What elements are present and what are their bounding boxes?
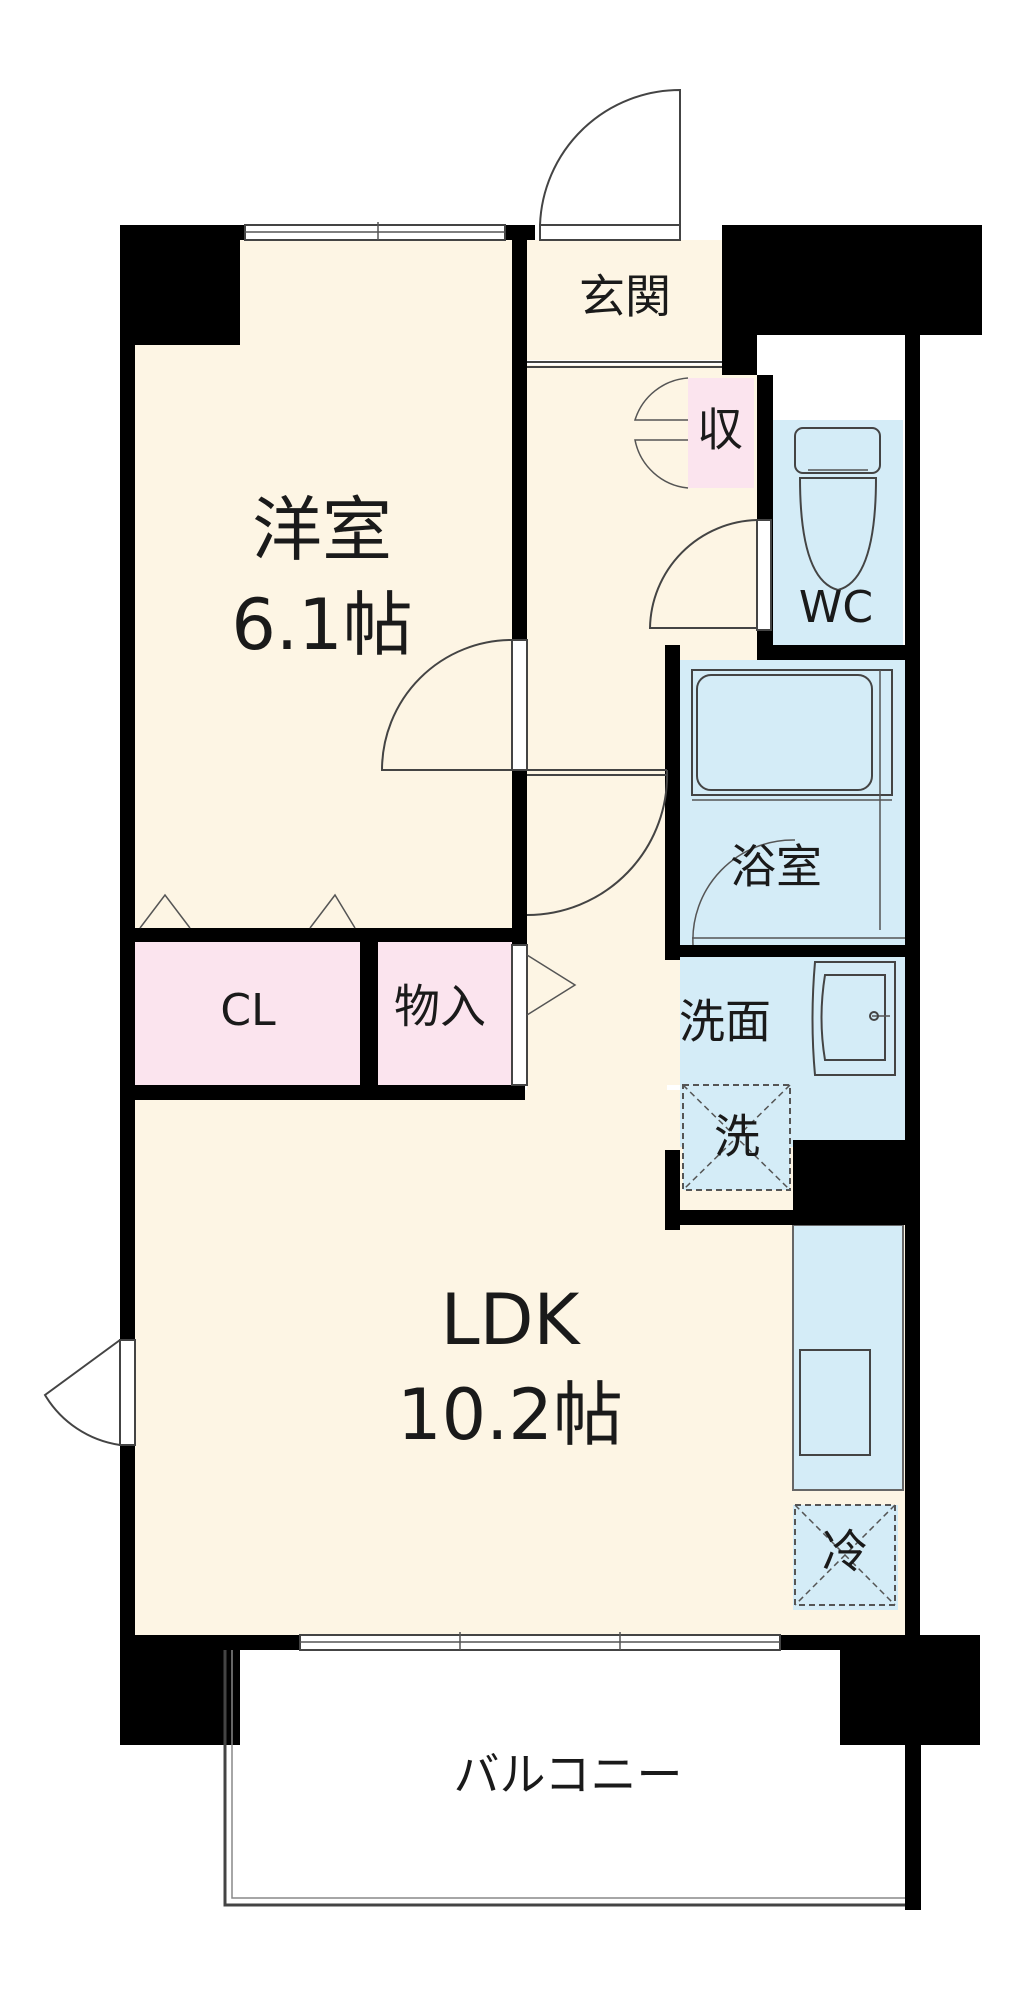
- closet-label: CL: [220, 985, 276, 1036]
- washer-space-icon: [682, 1084, 791, 1191]
- storeroom-floor: [378, 940, 520, 1085]
- windows: [244, 222, 781, 1651]
- washbasin-icon: [811, 961, 896, 1076]
- western-room-size: 6.1帖: [231, 584, 412, 666]
- bathtub-icon: [691, 669, 905, 939]
- walls: [120, 225, 982, 1910]
- small-storage-floor: [688, 378, 754, 488]
- closet-floor: [135, 940, 360, 1085]
- toilet-icon: [794, 427, 881, 592]
- washroom-label: 洗面: [679, 995, 771, 1049]
- stove-icon: [799, 1349, 871, 1456]
- corridor-floor-lower: [527, 770, 667, 1090]
- ldk-size: 10.2帖: [397, 1374, 623, 1456]
- fridge-label: 冷: [822, 1525, 868, 1579]
- balcony-label: バルコニー: [453, 1748, 682, 1802]
- washer-label: 洗: [714, 1110, 760, 1164]
- western-room-name: 洋室: [252, 489, 392, 571]
- balcony: [223, 1650, 905, 1907]
- entrance-label: 玄関: [579, 270, 671, 324]
- wc-label: WC: [799, 582, 873, 633]
- fridge-space-icon: [794, 1504, 896, 1606]
- small-storage-label: 収: [697, 403, 743, 457]
- ldk-floor-upper: [527, 1085, 667, 1225]
- western-room-floor: [135, 240, 515, 930]
- storeroom-label: 物入: [394, 980, 486, 1034]
- bathroom-label: 浴室: [730, 840, 822, 894]
- doors: [43, 88, 796, 1446]
- room-labels: 洋室 6.1帖 玄関 収 WC 浴室 洗面 洗 CL 物入 LDK 10.2帖 …: [220, 270, 873, 1802]
- entrance-floor: [527, 240, 722, 360]
- fixtures: [682, 427, 905, 1606]
- ldk-name: LDK: [441, 1279, 582, 1361]
